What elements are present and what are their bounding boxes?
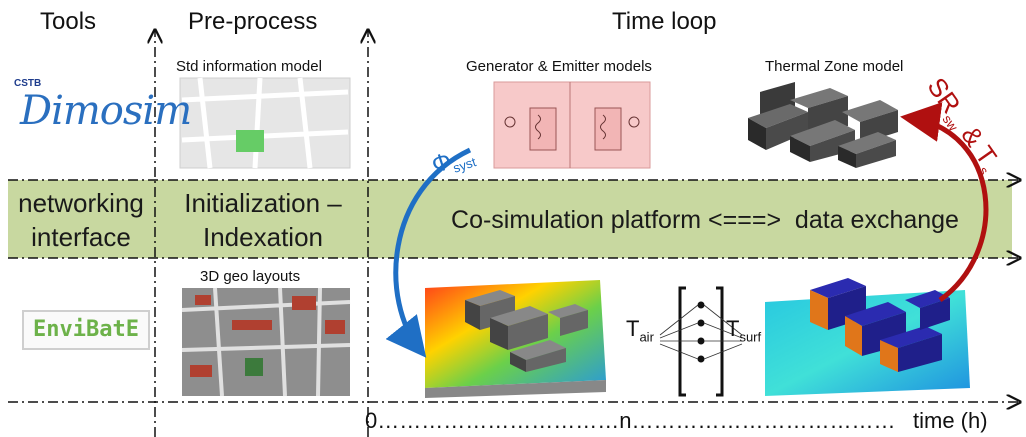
envibate-logo: EnviBatE [22,310,150,350]
caption-thermal-zone: Thermal Zone model [765,58,904,75]
time-dots-2: ……………………………… [631,408,896,433]
caption-std-info-model: Std information model [176,58,322,75]
sr-arrow [900,102,989,303]
tsurf-symbol: T [726,316,740,341]
caption-gen-emit: Generator & Emitter models [466,58,652,75]
networking-interface-label: networking interface [18,188,144,252]
tair-label: Tair [626,316,654,344]
tair-subscript: air [639,329,654,345]
tair-symbol: T [626,316,640,341]
surface-temperature-terrain [765,278,970,396]
coupling-matrix [659,286,743,397]
thermal-zone-blocks [748,82,898,168]
tsurf-subscript: surf [739,329,762,345]
geo-layout-map [181,287,351,397]
cosimulation-label: Co-simulation platform <===> data exchan… [451,206,959,234]
cosimulation-band [8,180,1012,258]
caption-geo-layouts: 3D geo layouts [200,268,301,285]
header-tools: Tools [40,8,97,35]
time-axis: 0……………………………n……………………………… [365,408,896,434]
temperature-terrain [425,280,606,398]
std-info-map [179,77,351,169]
cstb-logo: CSTB [14,78,42,89]
generator-emitter-diagram [493,81,651,169]
dimosim-logo: Dimosim [20,88,192,134]
header-preprocess: Pre-process [188,8,318,35]
time-n: n [619,408,632,433]
tsurf-label: Tsurf [726,316,761,344]
header-timeloop: Time loop [612,8,717,35]
phi-arrow [385,147,472,358]
time-dots-1: …………………………… [377,408,620,433]
initialization-label: Initialization – Indexation [184,188,342,252]
time-label: time (h) [913,408,988,433]
time-start: 0 [365,408,378,433]
